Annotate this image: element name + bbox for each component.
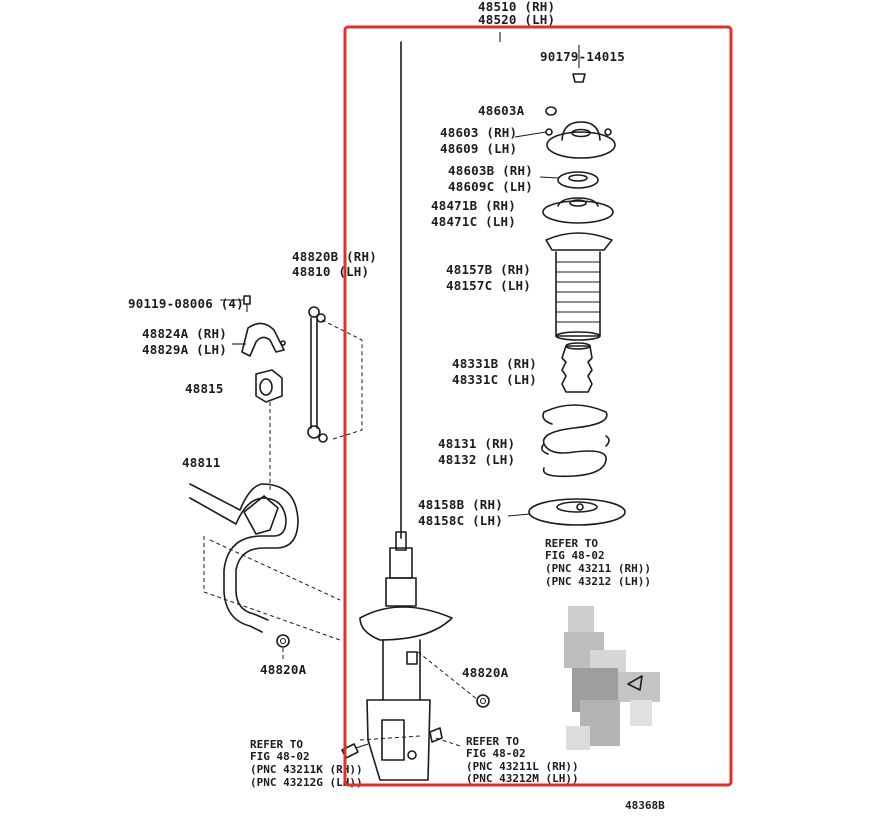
label-boot-lh: 48157C (LH) — [446, 278, 531, 293]
nut-48820a-right — [476, 694, 490, 708]
label-stabilizer: 48811 — [182, 455, 221, 470]
label-mount-rh: 48603 (RH) — [440, 125, 517, 140]
label-nut: 90179-14015 — [540, 49, 625, 64]
dashed-leaders — [203, 299, 479, 747]
refer-right-line3: (PNC 43211L (RH)) — [466, 760, 579, 773]
refer-knuckle-line4: (PNC 43212 (LH)) — [545, 575, 651, 588]
refer-left-line2: FIG 48-02 — [250, 750, 310, 763]
label-bushing: 48815 — [185, 381, 224, 396]
highlight-frame — [343, 25, 733, 787]
leader-line — [507, 513, 531, 517]
refer-right-line4: (PNC 43212M (LH)) — [466, 772, 579, 785]
label-boot-rh: 48157B (RH) — [446, 262, 531, 277]
upper-spring-seat — [542, 197, 614, 224]
label-nut-right: 48820A — [462, 665, 509, 680]
refer-left-line3: (PNC 43211K (RH)) — [250, 763, 363, 776]
bearing — [539, 171, 599, 189]
label-upper-seat-lh: 48471C (LH) — [431, 214, 516, 229]
label-link-rh: 48820B (RH) — [292, 249, 377, 264]
stabilizer-link — [307, 306, 328, 443]
label-strut-assy-lh: 48520 (LH) — [478, 12, 555, 27]
bolt — [243, 295, 251, 312]
label-lower-insulator-rh: 48158B (RH) — [418, 497, 503, 512]
label-link-lh: 48810 (LH) — [292, 264, 369, 279]
nut-48820a-left — [276, 634, 290, 648]
lower-bolts — [341, 727, 443, 759]
label-bumper-rh: 48331B (RH) — [452, 356, 537, 371]
bump-stopper — [561, 342, 593, 393]
strut-nut — [572, 45, 586, 83]
label-bracket-rh: 48824A (RH) — [142, 326, 227, 341]
label-upper-seat-rh: 48471B (RH) — [431, 198, 516, 213]
label-strut-assy-rh: 48510 (RH) — [478, 0, 555, 14]
label-bracket-lh: 48829A (LH) — [142, 342, 227, 357]
label-mount-lh: 48609 (LH) — [440, 141, 517, 156]
label-bearing-rh: 48603B (RH) — [448, 163, 533, 178]
lower-insulator — [528, 498, 626, 526]
label-nut-left: 48820A — [260, 662, 307, 677]
stabilizer-bar — [189, 483, 299, 633]
stabilizer-bracket — [241, 322, 286, 357]
bearing-a — [545, 106, 557, 116]
refer-left-line4: (PNC 43212G (LH)) — [250, 776, 363, 789]
refer-knuckle-line3: (PNC 43211 (RH)) — [545, 562, 651, 575]
label-lower-insulator-lh: 48158C (LH) — [418, 513, 503, 528]
label-bearing-a: 48603A — [478, 103, 525, 118]
dust-boot — [545, 232, 613, 341]
coil-spring — [540, 404, 610, 478]
refer-right-line1: REFER TO — [466, 735, 519, 748]
label-bolt: 90119-08006 (4) — [128, 296, 244, 311]
upper-mount — [514, 121, 616, 159]
figure-code: 48368B — [625, 799, 665, 812]
refer-knuckle-line2: FIG 48-02 — [545, 549, 605, 562]
label-bearing-lh: 48609C (LH) — [448, 179, 533, 194]
steering-knuckle-blurred — [564, 606, 660, 750]
stabilizer-bushing — [255, 369, 283, 403]
refer-right-line2: FIG 48-02 — [466, 747, 526, 760]
label-spring-rh: 48131 (RH) — [438, 436, 515, 451]
label-spring-lh: 48132 (LH) — [438, 452, 515, 467]
refer-knuckle-line1: REFER TO — [545, 537, 598, 550]
shock-absorber — [359, 531, 453, 781]
label-bumper-lh: 48331C (LH) — [452, 372, 537, 387]
refer-left-line1: REFER TO — [250, 738, 303, 751]
